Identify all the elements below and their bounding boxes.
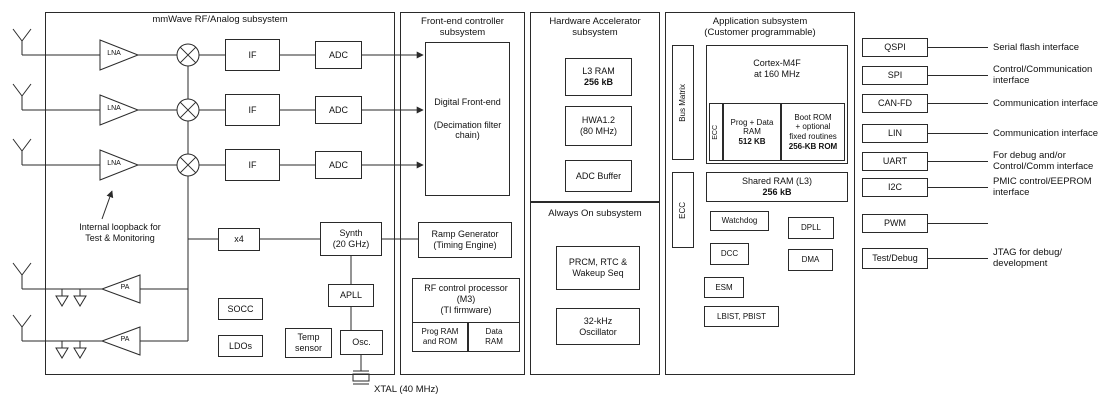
- interface-desc-spi: Control/Communication interface: [993, 64, 1093, 87]
- adc-block: ADC: [315, 41, 362, 69]
- rx-wires: [22, 54, 315, 166]
- interface-pwm: PWM: [862, 214, 928, 233]
- adc-to-dfe-arrows: [362, 51, 424, 169]
- interface-can-fd: CAN-FD: [862, 94, 928, 113]
- l3-ram-label: L3 RAM: [582, 66, 615, 77]
- interface-test-debug: Test/Debug: [862, 248, 928, 269]
- ldos-block: LDOs: [218, 335, 263, 357]
- rf-subsystem-box: [45, 12, 395, 375]
- interface-qspi: QSPI: [862, 38, 928, 57]
- lna-triangle: [99, 39, 140, 181]
- prog-data-ram-block: Prog + Data RAM 512 KB: [723, 103, 781, 161]
- interface-desc-uart: For debug and/or Control/Comm interface: [993, 150, 1094, 173]
- dfe-block: Digital Front-end (Decimation filter cha…: [425, 42, 510, 196]
- prog-ram-block: Prog RAM and ROM: [412, 322, 468, 352]
- ecc-label: ECC: [678, 201, 688, 219]
- lbist-pbist-block: LBIST, PBIST: [704, 306, 779, 327]
- l3-ram-size: 256 kB: [583, 77, 614, 87]
- bus-matrix-label: Bus Matrix: [678, 83, 688, 122]
- ecc-inner-block: ECC: [709, 103, 723, 161]
- lna-label: LNA: [107, 50, 121, 57]
- ecc-inner-label: ECC: [711, 124, 719, 140]
- dfe-subtitle: (Decimation filter chain): [433, 119, 502, 141]
- boot-rom-block: Boot ROM + optional fixed routines 256-K…: [781, 103, 845, 161]
- hwa-block: HWA1.2 (80 MHz): [565, 106, 632, 146]
- if-block: IF: [225, 149, 280, 181]
- dpll-block: DPLL: [788, 217, 834, 239]
- loopback-note: Internal loopback for Test & Monitoring: [79, 222, 161, 243]
- always-on-subsystem-title: Always On subsystem: [548, 208, 642, 219]
- fec-subsystem-title: Front-end controller subsystem: [421, 16, 504, 39]
- pa-label: PA: [120, 284, 130, 291]
- rf-subsystem-title: mmWave RF/Analog subsystem: [152, 14, 288, 25]
- rf-processor-label: RF control processor (M3) (TI firmware): [424, 283, 508, 315]
- osc32-block: 32-kHz Oscillator: [556, 308, 640, 345]
- l3-ram-block: L3 RAM 256 kB: [565, 58, 632, 96]
- interface-desc-qspi: Serial flash interface: [993, 42, 1080, 53]
- interface-desc-jtag: JTAG for debug/ development: [993, 247, 1062, 270]
- cortex-label: Cortex-M4F at 160 MHz: [753, 58, 801, 79]
- prcm-block: PRCM, RTC & Wakeup Seq: [556, 246, 640, 290]
- esm-block: ESM: [704, 277, 744, 298]
- shared-ram-size: 256 kB: [762, 187, 792, 197]
- fec-subsystem-box: [400, 12, 525, 375]
- antenna-icon: [12, 28, 32, 165]
- interface-desc-i2c: PMIC control/EEPROM interface: [993, 176, 1092, 199]
- shared-ram-label: Shared RAM (L3): [741, 176, 813, 187]
- dma-block: DMA: [788, 249, 833, 271]
- adc-buffer-block: ADC Buffer: [565, 160, 632, 192]
- prog-data-ram-size: 512 KB: [738, 136, 766, 146]
- lna-label: LNA: [107, 160, 121, 167]
- app-subsystem-box: [665, 12, 855, 375]
- app-subsystem-title: Application subsystem (Customer programm…: [704, 16, 816, 39]
- mixer-icon: [176, 43, 200, 177]
- watchdog-block: Watchdog: [710, 211, 769, 231]
- temp-sensor-block: Temp sensor: [285, 328, 332, 358]
- adc-block: ADC: [315, 151, 362, 179]
- dcc-block: DCC: [710, 243, 749, 265]
- interface-spi: SPI: [862, 66, 928, 85]
- lna-label: LNA: [107, 105, 121, 112]
- socc-block: SOCC: [218, 298, 263, 320]
- interface-wires: [928, 47, 988, 259]
- interface-lin: LIN: [862, 124, 928, 143]
- pa-triangle: [100, 274, 141, 356]
- loopback-arrow: [101, 190, 114, 220]
- apll-block: APLL: [328, 284, 374, 307]
- if-block: IF: [225, 94, 280, 126]
- boot-rom-size: 256-KB ROM: [788, 141, 838, 151]
- interface-i2c: I2C: [862, 178, 928, 197]
- ecc-block: ECC: [672, 172, 694, 248]
- osc-block: Osc.: [340, 330, 383, 355]
- prog-data-ram-label: Prog + Data RAM: [730, 117, 774, 137]
- pa-label: PA: [120, 336, 130, 343]
- if-block: IF: [225, 39, 280, 71]
- data-ram-block: Data RAM: [468, 322, 520, 352]
- always-on-subsystem-box: [530, 202, 660, 375]
- adc-block: ADC: [315, 96, 362, 124]
- ramp-generator-block: Ramp Generator (Timing Engine): [418, 222, 512, 258]
- xtal-label: XTAL (40 MHz): [374, 384, 439, 395]
- x4-block: x4: [218, 228, 260, 251]
- interface-desc-can-fd: Communication interface: [993, 98, 1099, 109]
- tx-stub-icon: [55, 289, 87, 359]
- antenna-icon: [12, 262, 32, 341]
- interface-desc-lin: Communication interface: [993, 128, 1099, 139]
- dfe-title: Digital Front-end: [434, 96, 501, 107]
- boot-rom-label: Boot ROM + optional fixed routines: [789, 112, 837, 141]
- shared-ram-block: Shared RAM (L3) 256 kB: [706, 172, 848, 202]
- hwa-subsystem-box: [530, 12, 660, 202]
- hwa-subsystem-title: Hardware Accelerator subsystem: [549, 16, 641, 39]
- interface-uart: UART: [862, 152, 928, 171]
- synth-block: Synth (20 GHz): [320, 222, 382, 256]
- bus-matrix-block: Bus Matrix: [672, 45, 694, 160]
